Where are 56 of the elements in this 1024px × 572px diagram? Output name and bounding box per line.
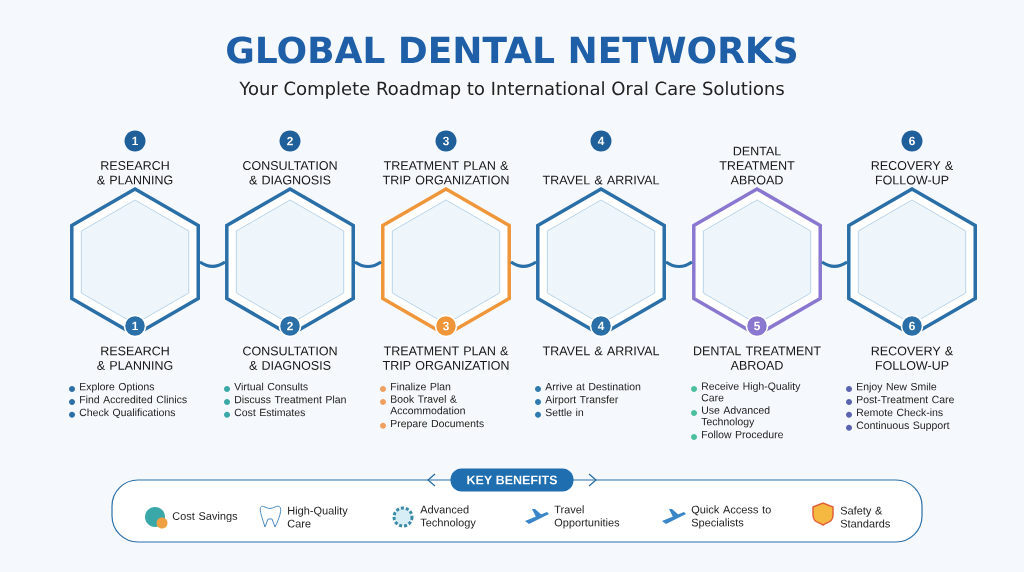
connector-line — [821, 260, 848, 268]
bullet-item: Virtual Consults — [224, 382, 308, 392]
number-badge: 1 — [123, 314, 147, 338]
bullet-item: Use Advanced Technology — [691, 406, 770, 428]
connector-line — [199, 260, 226, 268]
benefit-label: Travel Opportunities — [554, 505, 620, 529]
number-badge: 5 — [745, 314, 769, 338]
title: GLOBAL DENTAL NETWORKS — [227, 36, 797, 64]
bullet-item: Find Accredited Clinics — [69, 395, 187, 405]
benefit-label: Quick Access to Specialists — [691, 505, 771, 529]
number-badge: 6 — [900, 314, 924, 338]
step-heading: CONSULTATION & DIAGNOSIS — [243, 346, 337, 370]
step-heading: TREATMENT PLAN & TRIP ORGANIZATION — [382, 346, 509, 370]
bullet-item: Follow Procedure — [691, 430, 783, 440]
number-badge: 1 — [124, 130, 146, 152]
bullet-item: Finalize Plan — [380, 382, 451, 392]
step-heading: DENTAL TREATMENT ABROAD — [719, 146, 795, 185]
heading-pill: KEY BENEFITS — [450, 468, 574, 492]
number-badge: 3 — [434, 314, 458, 338]
connector-line — [354, 260, 382, 268]
number-badge: 4 — [589, 314, 613, 338]
bullet-item: Receive High-Quality Care — [691, 382, 801, 402]
bullet-item: Book Travel & Accommodation — [380, 395, 465, 415]
benefit-label: High-Quality Care — [287, 506, 348, 528]
connector-line — [510, 260, 537, 268]
step-heading: RECOVERY & FOLLOW-UP — [871, 161, 953, 185]
step-heading: TREATMENT PLAN & TRIP ORGANIZATION — [382, 161, 509, 185]
bullet-item: Continuous Support — [846, 421, 950, 432]
connector-line — [665, 260, 693, 268]
step-heading: RECOVERY & FOLLOW-UP — [871, 346, 953, 370]
benefit-label: Advanced Technology — [420, 505, 476, 529]
bullet-item: Prepare Documents — [380, 419, 484, 430]
step-heading: TRAVEL & ARRIVAL — [542, 175, 660, 185]
bullet-item: Cost Estimates — [224, 408, 305, 418]
bullet-item: Settle in — [535, 408, 584, 418]
number-badge: 4 — [590, 130, 612, 152]
step-heading: RESEARCH & PLANNING — [97, 161, 173, 185]
bullet-item: Discuss Treatment Plan — [224, 395, 346, 405]
bullet-item: Enjoy New Smile — [846, 382, 937, 393]
benefit-label: Cost Savings — [172, 511, 238, 523]
step-heading: DENTAL TREATMENT ABROAD — [694, 346, 821, 370]
bullet-item: Remote Check-ins — [846, 408, 943, 418]
step-heading: RESEARCH & PLANNING — [97, 346, 173, 370]
bullet-item: Explore Options — [69, 382, 155, 393]
bullet-item: Airport Transfer — [535, 395, 619, 406]
bullet-item: Arrive at Destination — [535, 382, 641, 392]
subtitle: Your Complete Roadmap to International Oral Care Solutions — [239, 81, 784, 99]
bullet-item: Check Qualifications — [69, 408, 176, 418]
benefit-label: Safety & Standards — [840, 506, 890, 528]
step-heading: TRAVEL & ARRIVAL — [542, 346, 660, 356]
number-badge: 6 — [901, 130, 923, 152]
number-badge: 3 — [435, 130, 457, 152]
number-badge: 2 — [278, 314, 302, 338]
step-heading: CONSULTATION & DIAGNOSIS — [243, 161, 337, 185]
bullet-item: Post-Treatment Care — [846, 395, 954, 405]
number-badge: 2 — [279, 130, 301, 152]
